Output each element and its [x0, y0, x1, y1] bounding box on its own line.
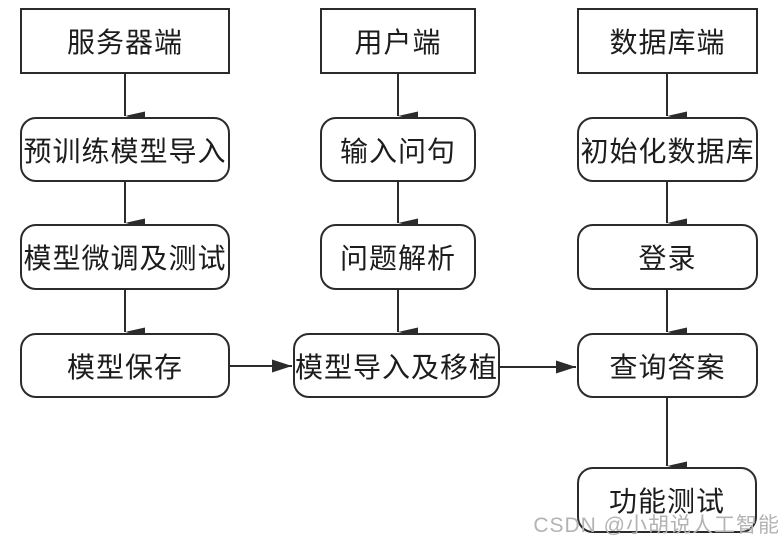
- node-model-import-and-transplant: 模型导入及移植: [293, 333, 500, 398]
- node-init-database: 初始化数据库: [577, 117, 758, 182]
- node-user-side: 用户端: [320, 8, 476, 74]
- node-server-side: 服务器端: [20, 8, 230, 74]
- node-pretrained-model-import: 预训练模型导入: [20, 117, 230, 182]
- csdn-watermark: CSDN @小胡说人工智能: [533, 514, 778, 537]
- node-function-test: 功能测试: [577, 467, 757, 533]
- node-question-parsing: 问题解析: [320, 224, 476, 290]
- node-query-answer: 查询答案: [577, 333, 758, 398]
- node-model-save: 模型保存: [20, 333, 230, 398]
- node-model-finetune-and-test: 模型微调及测试: [20, 224, 230, 290]
- node-database-side: 数据库端: [577, 8, 758, 74]
- node-input-question: 输入问句: [320, 117, 476, 182]
- node-login: 登录: [577, 224, 758, 290]
